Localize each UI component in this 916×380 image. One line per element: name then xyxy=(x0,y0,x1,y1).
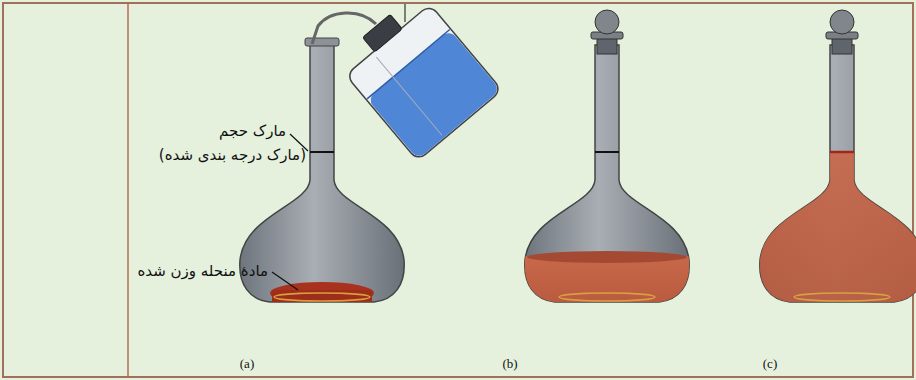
flask-c xyxy=(752,10,916,312)
volume-mark-note: (مارک درجه بندی شده) xyxy=(159,146,306,164)
panel-letter: (b) xyxy=(502,356,517,372)
leader-line xyxy=(272,272,298,290)
solute-label: مادهٔ منحله وزن شده xyxy=(137,262,268,280)
flask-b xyxy=(517,10,697,306)
wash-bottle xyxy=(334,0,502,161)
volume-mark-label: مارک حجم xyxy=(219,122,286,140)
panel-letter: (a) xyxy=(240,356,254,372)
frame xyxy=(3,3,913,377)
panel-letter: (c) xyxy=(763,356,777,372)
frame-line xyxy=(127,4,129,376)
